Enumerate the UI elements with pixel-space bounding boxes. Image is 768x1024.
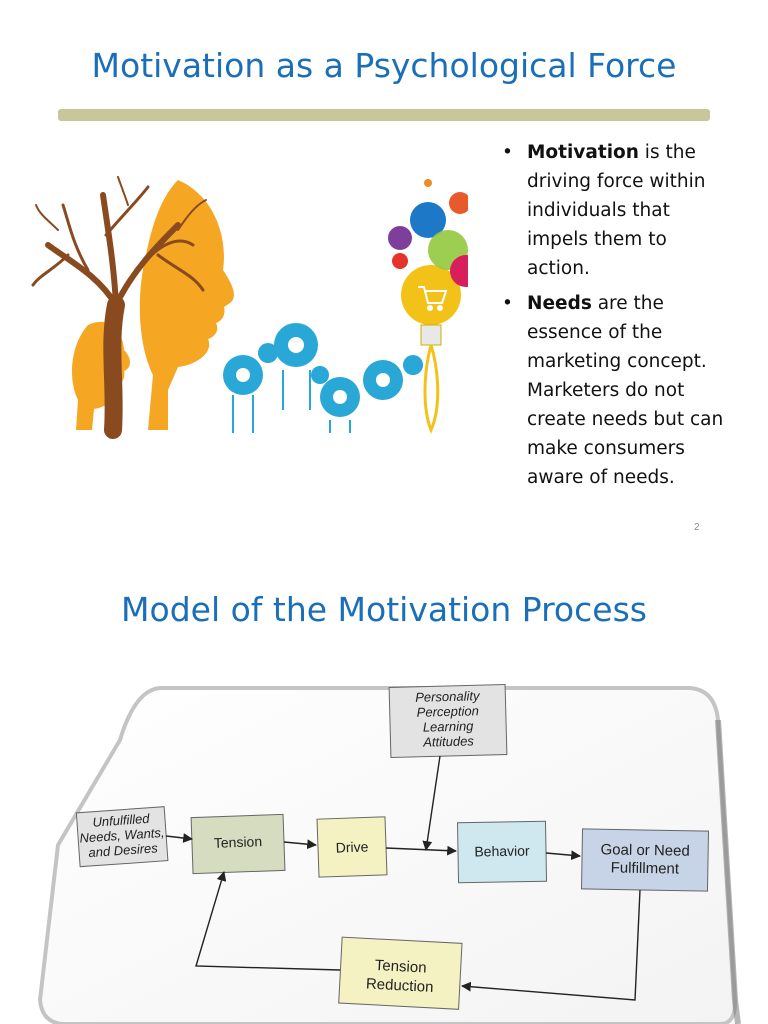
svg-text:Unfulfilled: Unfulfilled: [92, 811, 151, 830]
gear-icon: [223, 323, 423, 417]
svg-text:Reduction: Reduction: [366, 975, 434, 996]
slide-title: Motivation as a Psychological Force: [91, 46, 677, 85]
svg-text:Fulfillment: Fulfillment: [611, 859, 680, 877]
title-divider: [58, 109, 710, 121]
globe-icon: [410, 202, 446, 238]
svg-text:Behavior: Behavior: [474, 843, 530, 860]
music-icon: [449, 192, 468, 214]
lightbulb-icon: [401, 265, 461, 434]
download-icon: [450, 255, 468, 287]
svg-text:Drive: Drive: [335, 838, 368, 855]
head-silhouette-icon: [72, 180, 234, 430]
bullet-list: • Motivation is the driving force within…: [500, 138, 725, 498]
motivation-illustration: [31, 176, 468, 439]
bullet-text: are the essence of the marketing concept…: [527, 293, 724, 488]
shopping-cart-icon: [418, 286, 448, 311]
needs-box: Unfulfilled Needs, Wants, and Desires: [75, 806, 169, 868]
svg-text:Tension: Tension: [374, 957, 427, 977]
bullet-term: Motivation: [527, 142, 639, 163]
svg-text:Needs, Wants,: Needs, Wants,: [79, 825, 165, 846]
bullet-motivation: • Motivation is the driving force within…: [502, 142, 706, 279]
page-number: 2: [694, 522, 700, 533]
motivation-process-diagram: Personality Perception Learning Attitude…: [37, 683, 741, 1024]
influence-item: Perception: [416, 703, 479, 720]
influence-item: Personality: [415, 688, 481, 705]
bullet-term: Needs: [527, 293, 592, 314]
flow-arrows: [165, 755, 641, 1001]
tension-reduction-box: Tension Reduction: [338, 936, 463, 1010]
influences-box: Personality Perception Learning Attitude…: [388, 683, 508, 759]
bullet-text: is the driving force within individuals …: [527, 142, 706, 279]
slide-title: Model of the Motivation Process: [121, 590, 647, 629]
influence-item: Attitudes: [422, 733, 474, 749]
diagram-card: [37, 686, 738, 1024]
goal-box: Goal or Need Fulfillment: [580, 828, 710, 892]
drive-box: Drive: [316, 816, 388, 878]
behavior-box: Behavior: [456, 820, 548, 884]
influence-item: Learning: [423, 718, 475, 734]
svg-text:Goal or Need: Goal or Need: [600, 841, 690, 860]
24h-icon: [388, 226, 412, 250]
svg-text:Tension: Tension: [214, 833, 263, 851]
slide-motivation-model: Model of the Motivation Process Personal…: [0, 560, 768, 1024]
bullet-needs: • Needs are the essence of the marketing…: [502, 293, 724, 488]
slide-motivation-force: Motivation as a Psychological Force: [31, 46, 725, 533]
tree-icon: [31, 176, 207, 439]
svg-text:and Desires: and Desires: [88, 840, 159, 860]
tension-box: Tension: [190, 813, 286, 875]
